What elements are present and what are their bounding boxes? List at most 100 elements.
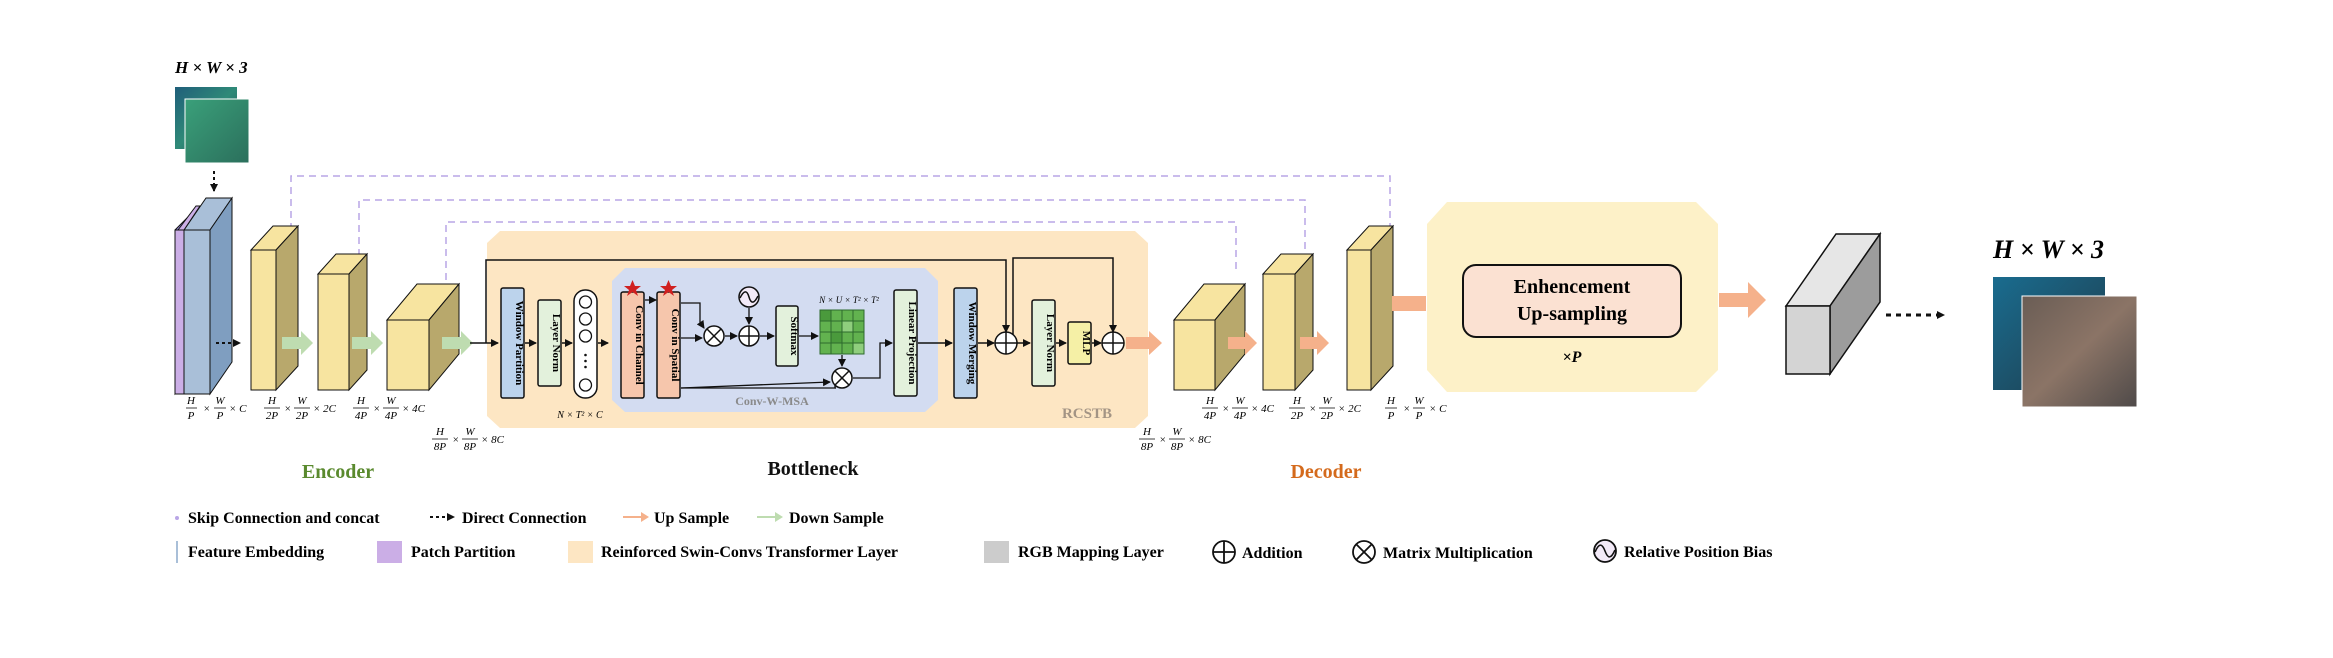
decoder-block-3 <box>1345 224 1395 392</box>
svg-text:8P: 8P <box>434 441 447 453</box>
skip-connection-3 <box>445 221 1237 280</box>
encoder-shape-label-3: H 4P × W 4P × 4C <box>353 395 426 422</box>
rcstb-label: RCSTB <box>1062 406 1112 422</box>
svg-text:W: W <box>1322 395 1332 407</box>
svg-text:Patch Partition: Patch Partition <box>411 544 516 561</box>
svg-text:× 2C: × 2C <box>313 403 337 415</box>
svg-text:4P: 4P <box>1204 410 1217 422</box>
svg-text:× 2C: × 2C <box>1338 403 1362 415</box>
svg-text:MLP: MLP <box>1080 331 1092 356</box>
svg-text:×: × <box>284 403 291 415</box>
svg-text:2P: 2P <box>296 410 309 422</box>
legend-rgb: RGB Mapping Layer <box>984 541 1164 563</box>
svg-text:8P: 8P <box>1141 441 1154 453</box>
svg-text:RGB Mapping Layer: RGB Mapping Layer <box>1018 544 1164 561</box>
conv-in-spatial-block: Conv in Spatial <box>656 291 681 399</box>
svg-text:W: W <box>215 395 225 407</box>
svg-text:W: W <box>297 395 307 407</box>
svg-text:×: × <box>1309 403 1316 415</box>
layer-norm-1-block: Layer Norm <box>537 299 562 387</box>
decoder-shape-label-3: H 2P × W 2P × 2C <box>1289 395 1362 422</box>
conv-w-msa-label: Conv-W-MSA <box>735 394 809 408</box>
up-sample-arrow-2 <box>1228 331 1257 355</box>
legend-relpos: Relative Position Bias <box>1593 539 1772 563</box>
svg-text:Linear Projection: Linear Projection <box>906 302 918 385</box>
svg-text:Feature Embedding: Feature Embedding <box>188 544 324 561</box>
svg-text:Up Sample: Up Sample <box>654 510 729 527</box>
encoder-title: Encoder <box>302 461 374 483</box>
matrix-multiplication-icon <box>831 367 853 389</box>
svg-text:W: W <box>1172 426 1182 438</box>
down-sample-arrow-1 <box>282 331 313 355</box>
decoder-title: Decoder <box>1290 461 1361 483</box>
skip-connection-1 <box>290 175 1391 230</box>
legend-up: Up Sample <box>623 510 729 527</box>
attn-shape-label: N × U × T² × T² <box>818 295 879 305</box>
encoder-bottom-shape-label: H 8P × W 8P × 8C <box>432 426 505 453</box>
svg-text:2P: 2P <box>266 410 279 422</box>
svg-text:H: H <box>1386 395 1396 407</box>
svg-text:Conv in Spatial: Conv in Spatial <box>669 309 681 382</box>
upsampling-factor: ×P <box>1563 349 1582 366</box>
svg-text:4P: 4P <box>355 410 368 422</box>
token-shape-label: N × T² × C <box>556 410 603 421</box>
svg-text:P: P <box>1415 410 1423 422</box>
down-sample-arrow-2 <box>352 331 383 355</box>
up-sample-arrow-4 <box>1392 296 1426 311</box>
svg-text:× C: × C <box>229 403 247 415</box>
svg-text:Window Partition: Window Partition <box>513 301 525 385</box>
conv-in-channel-block: Conv in Channel <box>620 291 645 399</box>
mlp-block: MLP <box>1067 321 1092 365</box>
layer-norm-2-block: Layer Norm <box>1031 299 1056 387</box>
svg-text:4P: 4P <box>385 410 398 422</box>
svg-text:Relative Position Bias: Relative Position Bias <box>1624 544 1772 561</box>
up-sample-arrow-5 <box>1719 282 1766 318</box>
legend-matmul: Matrix Multiplication <box>1352 540 1533 564</box>
svg-text:× 4C: × 4C <box>402 403 426 415</box>
token-column <box>573 289 598 399</box>
input-image-front <box>184 98 250 164</box>
decoder-shape-label-4: H P × W P × C <box>1385 395 1447 422</box>
skip-connection-2 <box>358 199 1306 256</box>
svg-text:Window Merging: Window Merging <box>966 302 978 385</box>
svg-text:W: W <box>1414 395 1424 407</box>
svg-text:Softmax: Softmax <box>788 316 800 356</box>
svg-text:W: W <box>465 426 475 438</box>
decoder-block-2 <box>1261 252 1315 392</box>
svg-text:Conv in Channel: Conv in Channel <box>633 305 645 384</box>
encoder-shape-label-2: H 2P × W 2P × 2C <box>264 395 337 422</box>
svg-text:H: H <box>186 395 196 407</box>
svg-text:Reinforced Swin-Convs Transfor: Reinforced Swin-Convs Transformer Layer <box>601 544 898 561</box>
svg-text:Direct Connection: Direct Connection <box>462 510 587 527</box>
matrix-multiplication-icon <box>703 325 725 347</box>
svg-text:H: H <box>1205 395 1215 407</box>
svg-text:H: H <box>1292 395 1302 407</box>
svg-text:W: W <box>386 395 396 407</box>
decoder-shape-label-2: H 4P × W 4P × 4C <box>1202 395 1275 422</box>
feature-embedding-block <box>174 196 233 396</box>
bottleneck-title: Bottleneck <box>767 458 859 480</box>
svg-text:H: H <box>267 395 277 407</box>
rcstb-residual-2 <box>1012 257 1117 343</box>
input-dims: H × W × 3 <box>174 58 248 77</box>
output-image-front <box>2021 295 2138 408</box>
legend-addition: Addition <box>1212 540 1303 564</box>
svg-text:H: H <box>356 395 366 407</box>
svg-text:2P: 2P <box>1321 410 1334 422</box>
svg-text:2P: 2P <box>1291 410 1304 422</box>
enhancement-upsampling-block <box>1462 264 1682 338</box>
up-sample-arrow-3 <box>1300 331 1329 355</box>
addition-icon <box>994 331 1018 355</box>
svg-text:×: × <box>1159 434 1166 446</box>
upsampling-container: Enhencement Up-sampling ×P <box>1427 202 1718 392</box>
svg-text:H: H <box>435 426 445 438</box>
svg-text:Layer Norm: Layer Norm <box>1044 314 1056 372</box>
up-sample-arrow-1 <box>1126 331 1162 355</box>
svg-text:×: × <box>1403 403 1410 415</box>
output-section: H × W × 3 <box>1992 235 2138 408</box>
svg-text:×: × <box>373 403 380 415</box>
legend-direct: Direct Connection <box>430 510 587 527</box>
upsampling-line1: Enhencement <box>1514 276 1631 298</box>
rcstb-residual-1 <box>485 259 1010 343</box>
